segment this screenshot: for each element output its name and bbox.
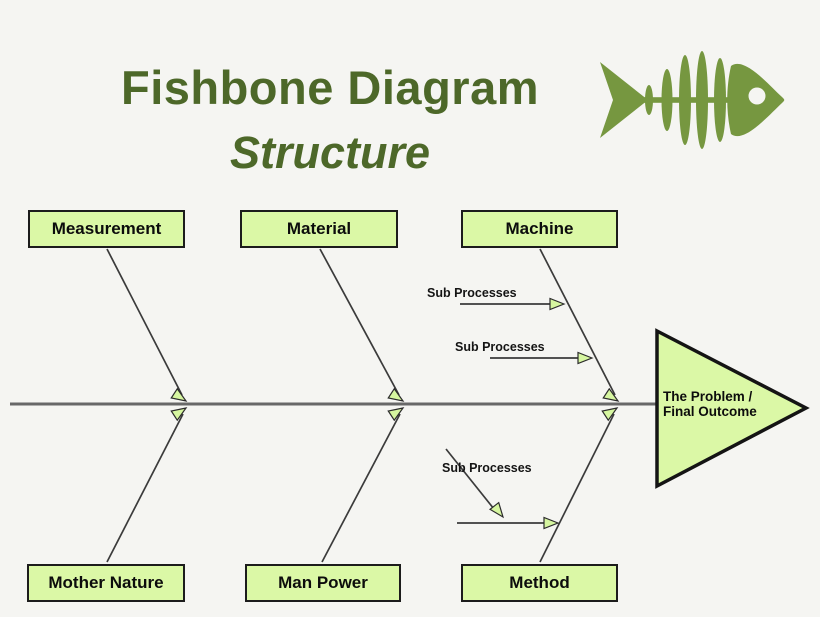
arrowhead	[170, 407, 188, 422]
fish-skeleton-icon	[600, 51, 785, 149]
category-label: Mother Nature	[48, 573, 164, 592]
fish-bone	[661, 69, 673, 131]
page-title: Fishbone Diagram	[120, 61, 539, 114]
fish-bone	[679, 55, 691, 145]
category-label: Material	[286, 219, 352, 238]
outcome-triangle	[655, 328, 810, 489]
arrowhead	[602, 387, 620, 402]
category-box-machine: Machine	[461, 210, 618, 248]
branch-line-machine	[539, 248, 616, 396]
arrowhead	[387, 387, 405, 402]
arrowheads	[170, 297, 620, 530]
category-box-measurement: Measurement	[28, 210, 185, 248]
arrowhead	[387, 407, 405, 422]
branch-line-measurement	[106, 248, 183, 396]
outcome-line-2: Final Outcome	[663, 404, 757, 420]
outcome-line-1: The Problem /	[663, 389, 753, 404]
branch-line-man-power	[321, 413, 401, 563]
sub-process-label-2: Sub Processes	[455, 340, 545, 354]
arrowhead	[543, 516, 560, 530]
category-label: Measurement	[51, 219, 162, 238]
page-subtitle: Structure	[229, 127, 431, 178]
arrowhead	[601, 407, 619, 422]
arrowhead	[549, 297, 566, 311]
fish-tail	[600, 62, 648, 138]
arrowhead	[488, 501, 505, 519]
sub-process-label-1: Sub Processes	[427, 286, 517, 300]
fish-bone	[714, 58, 726, 142]
category-box-man-power: Man Power	[245, 564, 401, 602]
sub-sub-process-line	[445, 448, 495, 510]
category-label: Machine	[505, 219, 574, 238]
branch-line-mother-nature	[106, 413, 184, 563]
category-label: Man Power	[278, 573, 368, 592]
category-label: Method	[509, 573, 570, 592]
category-box-material: Material	[240, 210, 398, 248]
fish-eye	[748, 87, 766, 105]
branch-line-material	[319, 248, 400, 396]
fish-bone	[645, 85, 653, 115]
arrowhead	[577, 351, 594, 365]
category-box-mother-nature: Mother Nature	[27, 564, 185, 602]
category-box-method: Method	[461, 564, 618, 602]
sub-process-label-3: Sub Processes	[442, 461, 532, 475]
branch-line-method	[539, 413, 615, 563]
outcome-label: The Problem / Final Outcome	[663, 389, 773, 419]
fish-bone	[696, 51, 708, 149]
arrowhead	[170, 387, 188, 402]
